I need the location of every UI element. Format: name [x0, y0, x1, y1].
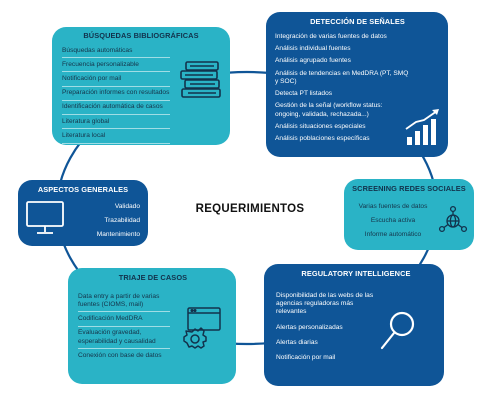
list-item: Literatura global [62, 115, 170, 130]
list-item: Conexión con base de datos [78, 351, 162, 359]
list-item: Búsquedas automáticas [62, 44, 170, 59]
list-item: Detecta PT listados [275, 90, 333, 98]
list-item: Identificación automática de casos [62, 101, 170, 116]
aspectos-list: Validado Trazabilidad Mantenimiento [74, 200, 140, 243]
list-item: Informe automático [364, 231, 422, 239]
list-item: Disponibilidad de las webs de las agenci… [276, 292, 374, 316]
list-item: Notificación por mail [276, 354, 336, 362]
list-item: Codificación MedDRA [78, 312, 170, 327]
list-item: Análisis agrupado fuentes [275, 57, 351, 65]
list-item: Literatura local [62, 129, 170, 144]
list-item: Varias fuentes de datos [358, 203, 428, 210]
list-item: Escucha activa [370, 217, 416, 225]
center-title: REQUERIMIENTOS [195, 203, 305, 215]
list-item: Trazabilidad [104, 217, 140, 225]
triaje-casos-box: TRIAJE DE CASOS Data entry a partir de v… [68, 268, 236, 384]
list-item: Gestión de la señal (workflow status: on… [275, 102, 383, 118]
list-item: Alertas personalizadas [276, 323, 343, 331]
screening-redes-box: SCREENING REDES SOCIALES Varias fuentes … [344, 179, 474, 250]
screening-title: SCREENING REDES SOCIALES [352, 184, 466, 193]
growth-chart-icon [404, 107, 442, 147]
list-item: Análisis de tendencias en MedDRA (PT, SM… [275, 69, 409, 85]
busquedas-list: Búsquedas automáticas Frecuencia persona… [62, 44, 170, 144]
busquedas-bibliograficas-box: BÚSQUEDAS BIBLIOGRÁFICAS Búsquedas autom… [52, 27, 230, 145]
aspectos-title: ASPECTOS GENERALES [37, 185, 129, 194]
list-item: Alertas diarias [276, 338, 318, 346]
list-item: Preparación informes con resultados [62, 87, 170, 101]
list-item: Análisis situaciones especiales [275, 122, 366, 130]
list-item: Evaluación gravedad, esperabilidad y cau… [78, 327, 170, 350]
settings-gear-icon [176, 306, 222, 350]
list-item: Validado [114, 203, 140, 210]
busquedas-title: BÚSQUEDAS BIBLIOGRÁFICAS [83, 31, 199, 40]
list-item: Frecuencia personalizable [62, 58, 170, 73]
deteccion-list: Integración de varias fuentes de datos A… [275, 31, 409, 145]
list-item: Mantenimiento [96, 231, 140, 239]
list-item: Análisis individual fuentes [275, 45, 351, 53]
social-network-icon [438, 205, 468, 235]
aspectos-generales-box: ASPECTOS GENERALES Validado Trazabilidad… [18, 180, 148, 246]
regulatory-list: Disponibilidad de las webs de las agenci… [276, 290, 380, 364]
list-item: Notificación por mail [62, 72, 170, 87]
deteccion-title: DETECCIÓN DE SEÑALES [310, 17, 405, 26]
triaje-list: Data entry a partir de varias fuentes (C… [78, 290, 170, 362]
regulatory-intelligence-box: REGULATORY INTELLIGENCE Disponibilidad d… [264, 264, 444, 386]
deteccion-senales-box: DETECCIÓN DE SEÑALES Integración de vari… [266, 12, 448, 157]
list-item: Análisis poblaciones específicas [275, 135, 370, 143]
list-item: Data entry a partir de varias fuentes (C… [78, 290, 170, 313]
monitor-icon [25, 200, 65, 236]
triaje-title: TRIAJE DE CASOS [118, 273, 188, 282]
magnifier-icon [376, 308, 420, 356]
regulatory-title: REGULATORY INTELLIGENCE [301, 269, 411, 278]
books-icon [178, 57, 224, 101]
list-item: Integración de varias fuentes de datos [275, 33, 387, 40]
screening-list: Varias fuentes de datos Escucha activa I… [350, 200, 436, 243]
